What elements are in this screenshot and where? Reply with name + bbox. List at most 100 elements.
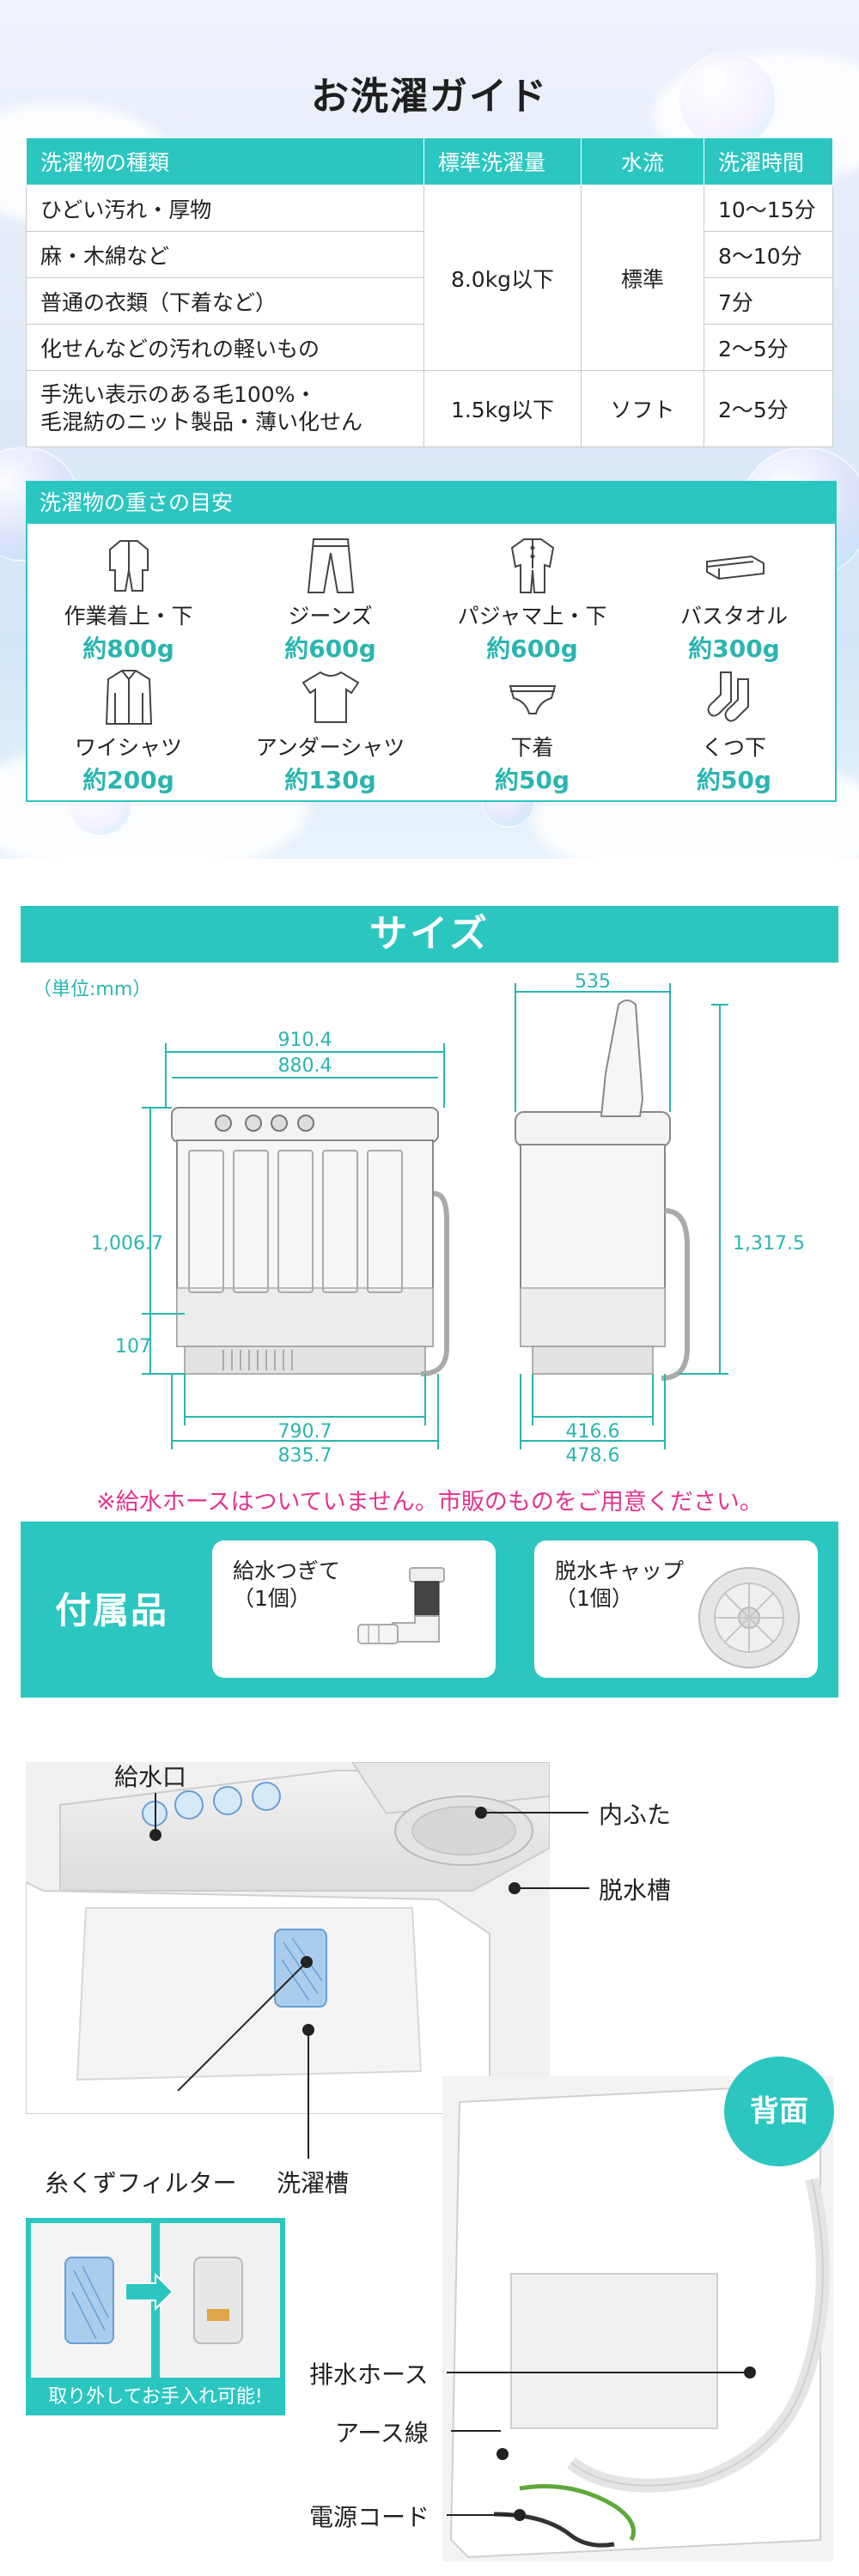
front-base-outer-width: 835.7 (278, 1445, 332, 1467)
table-cell-flow: 標準 (581, 185, 704, 371)
dress-shirt-icon (105, 670, 152, 725)
table-cell-time: 8〜10分 (704, 231, 833, 278)
table-cell-time: 2〜5分 (704, 324, 833, 371)
leader-dot (497, 2448, 509, 2460)
table-cell-type: ひどい汚れ・厚物 (26, 185, 424, 232)
table-cell-time: 2〜5分 (704, 370, 833, 447)
leader-dot (475, 1807, 487, 1819)
socks-icon (707, 671, 749, 722)
weight-item-value: 約600g (486, 635, 578, 663)
leader-dot (744, 2366, 756, 2379)
size-section-title: サイズ (21, 906, 838, 963)
weight-item: 作業着上・下 約800g (27, 536, 229, 665)
table-header-row: 洗濯物の種類 標準洗濯量 水流 洗濯時間 (26, 137, 833, 185)
weight-item-name: 作業着上・下 (64, 604, 193, 629)
table-row: 手洗い表示のある毛100%・ 毛混紡のニット製品・薄い化せん 1.5kg以下 ソ… (26, 370, 833, 447)
accessory-name: 給水つぎて (233, 1558, 341, 1583)
leader-line (447, 2514, 515, 2516)
water-inlet-label: 給水口 (114, 1763, 187, 1791)
table-cell-time: 7分 (704, 277, 833, 325)
weight-item-value: 約600g (284, 635, 376, 663)
table-cell-type: 手洗い表示のある毛100%・ 毛混紡のニット製品・薄い化せん (26, 370, 424, 447)
leader-line (155, 1793, 156, 1832)
leader-line (451, 2430, 501, 2432)
bubble-decoration (679, 52, 777, 149)
drain-hose-label: 排水ホース (309, 2360, 429, 2389)
weight-item-value: 約130g (284, 766, 376, 794)
accessory-qty: （1個） (555, 1586, 633, 1611)
table-cell-type: 化せんなどの汚れの軽いもの (26, 324, 424, 371)
water-joint-icon (357, 1567, 445, 1644)
front-total-width: 910.4 (278, 1030, 332, 1051)
accessory-qty: （1個） (233, 1586, 311, 1611)
leader-line (308, 2030, 309, 2159)
table-header: 洗濯物の種類 (26, 137, 424, 185)
side-top-depth: 535 (575, 971, 611, 993)
bath-towel-icon (705, 555, 765, 580)
weight-item-value: 約50g (696, 766, 771, 794)
lint-filter-box: 取り外してお手入れ可能! (26, 2218, 285, 2415)
table-cell-time: 10〜15分 (704, 185, 833, 232)
weight-item: ワイシャツ 約200g (27, 667, 229, 796)
accessory-card: 脱水キャップ （1個） (534, 1540, 818, 1678)
work-clothes-icon (108, 540, 149, 592)
weight-item: パジャマ上・下 約600g (431, 536, 633, 665)
dimension-drawing: 910.4 880.4 1,006.7 107 790.7 835.7 535 … (91, 971, 805, 1467)
side-dimension-lines (515, 983, 728, 1449)
weight-guide-box: 洗濯物の重さの目安 作業着上・下 約800g ジーンズ 約600g パジャマ上・… (26, 481, 837, 802)
side-lid-height: 1,317.5 (733, 1233, 805, 1255)
front-body-width: 880.4 (278, 1055, 332, 1077)
inner-lid-label: 内ふた (599, 1801, 672, 1829)
power-cord-label: 電源コード (309, 2503, 430, 2531)
table-cell-flow: ソフト (581, 370, 704, 447)
weight-item: バスタオル 約300g (633, 536, 835, 665)
side-base-outer-depth: 478.6 (566, 1445, 620, 1467)
table-row: ひどい汚れ・厚物 8.0kg以下 標準 10〜15分 (26, 185, 833, 371)
accessories-title: 付属品 (55, 1589, 169, 1631)
weight-item-name: バスタオル (679, 604, 788, 629)
wash-tub-label: 洗濯槽 (277, 2169, 350, 2197)
spin-tub-label: 脱水槽 (599, 1876, 672, 1905)
weight-guide-title: 洗濯物の重さの目安 (27, 483, 835, 524)
washing-time-table: 洗濯物の種類 標準洗濯量 水流 洗濯時間 ひどい汚れ・厚物 8.0kg以下 標準… (26, 137, 833, 447)
soft-type-line2: 毛混紡のニット製品・薄い化せん (40, 410, 363, 434)
pajamas-icon (510, 538, 554, 593)
leader-line (481, 1812, 588, 1814)
weight-item-value: 約300g (688, 635, 780, 663)
weight-item-name: 下着 (510, 735, 554, 760)
weight-item: 下着 約50g (431, 667, 633, 796)
table-cell-amount: 1.5kg以下 (423, 370, 582, 447)
front-base-inner-width: 790.7 (278, 1421, 332, 1443)
weight-item: アンダーシャツ 約130g (229, 667, 431, 796)
table-row: 普通の衣類（下着など） 7分 (26, 277, 833, 325)
weight-item-value: 約200g (82, 766, 174, 794)
weight-item: ジーンズ 約600g (229, 536, 431, 665)
jeans-icon (307, 538, 354, 593)
table-cell-type: 普通の衣類（下着など） (26, 277, 424, 325)
leader-dot (514, 2509, 526, 2521)
accessory-label: 給水つぎて （1個） (233, 1558, 340, 1613)
weight-item-value: 約800g (82, 635, 174, 663)
weight-item-name: くつ下 (701, 735, 766, 760)
spin-cap-icon (698, 1567, 800, 1668)
table-header: 標準洗濯量 (423, 137, 582, 185)
accessories-section: 付属品 給水つぎて （1個） 脱水キャップ （1個） (21, 1522, 838, 1698)
hose-notice: ※給水ホースはついていません。市販のものをご用意ください。 (96, 1489, 763, 1516)
lint-filter-photo (31, 2223, 280, 2378)
weight-item-name: ジーンズ (288, 604, 373, 629)
accessory-name: 脱水キャップ (555, 1558, 685, 1583)
table-cell-amount: 8.0kg以下 (423, 185, 582, 371)
weight-item: くつ下 約50g (633, 667, 835, 796)
laundry-guide-section: お洗濯ガイド 洗濯物の種類 標準洗濯量 水流 洗濯時間 ひどい汚れ・厚物 8.0… (0, 0, 859, 859)
side-base-inner-depth: 416.6 (566, 1421, 620, 1443)
side-view-illustration (515, 999, 690, 1381)
ground-wire-label: アース線 (335, 2419, 429, 2447)
front-total-height: 1,006.7 (91, 1233, 163, 1255)
lint-filter-label: 糸くずフィルター (45, 2169, 237, 2197)
weight-item-name: パジャマ上・下 (457, 604, 607, 629)
back-view-badge: 背面 (724, 2057, 834, 2166)
soft-type-line1: 手洗い表示のある毛100%・ (40, 382, 317, 407)
leader-line (447, 2372, 749, 2373)
front-view-illustration (171, 1107, 449, 1376)
underwear-icon (509, 685, 556, 714)
